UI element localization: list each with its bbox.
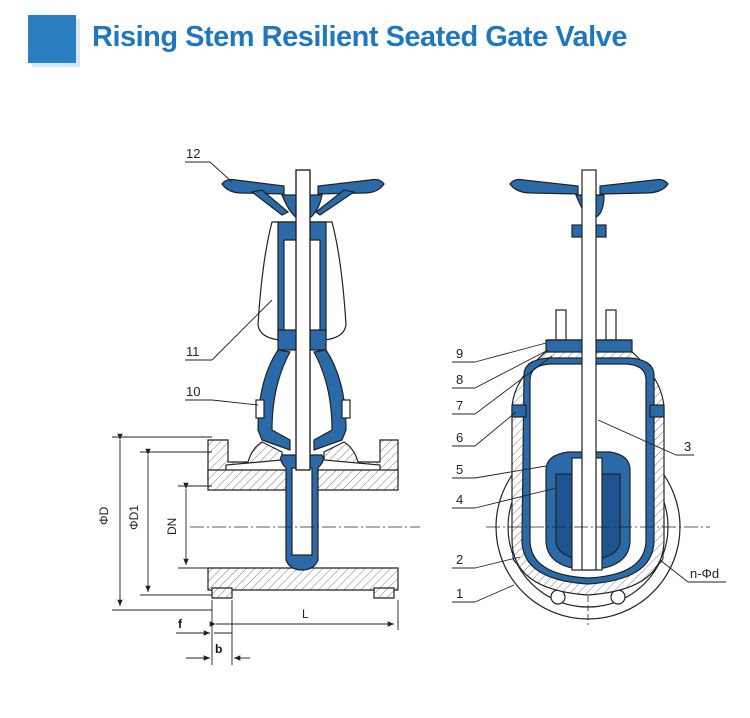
right-label-4: 4 <box>456 492 463 507</box>
dim-nominal: DN <box>165 518 179 535</box>
right-label-7: 7 <box>456 398 463 413</box>
right-label-5: 5 <box>456 462 463 477</box>
left-label-12: 12 <box>186 146 200 161</box>
left-label-10: 10 <box>186 384 200 399</box>
bolt-holes-label: n-Φd <box>690 566 719 581</box>
title-square-icon <box>28 15 76 63</box>
dim-flange-thickness: b <box>215 642 222 656</box>
handwheel-left-arm <box>221 178 285 195</box>
right-label-1: 1 <box>456 586 463 601</box>
page-title: Rising Stem Resilient Seated Gate Valve <box>92 21 627 53</box>
left-dimensions <box>112 433 399 665</box>
left-label-11: 11 <box>186 344 200 359</box>
dim-flange-face: f <box>178 617 183 631</box>
right-side-view <box>486 169 710 625</box>
right-label-3: 3 <box>684 439 691 454</box>
dim-pcd: ΦD1 <box>127 505 141 530</box>
right-label-6: 6 <box>456 430 463 445</box>
handwheel-right-arm <box>317 178 385 195</box>
right-label-8: 8 <box>456 372 463 387</box>
right-label-2: 2 <box>456 552 463 567</box>
right-label-9: 9 <box>456 346 463 361</box>
left-section-view <box>190 169 420 599</box>
title-bar: Rising Stem Resilient Seated Gate Valve <box>28 15 728 65</box>
dim-outer-dia: ΦD <box>97 506 111 525</box>
dim-length: L <box>302 607 309 621</box>
